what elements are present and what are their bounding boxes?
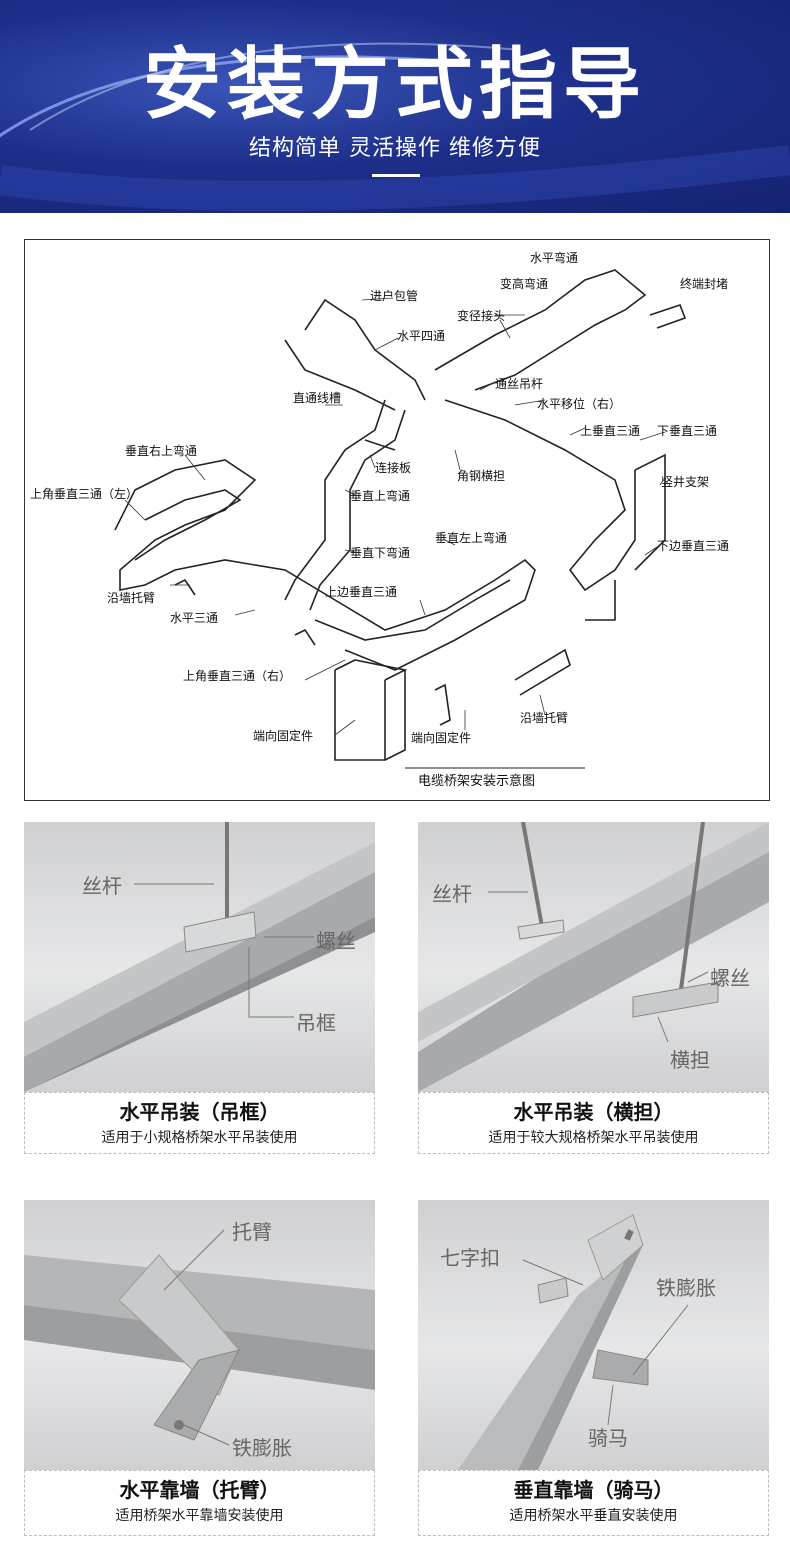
label-hanger-frame: 吊框: [296, 1011, 336, 1035]
label-upper-vertical-tee: 上垂直三通: [580, 424, 640, 438]
cable-tray-diagram: 水平弯通 变高弯通 终端封堵 进户包管 变径接头 水平四通 通丝吊杆 水平移位（…: [30, 250, 729, 789]
caption-title: 垂直靠墙（骑马）: [513, 1478, 674, 1502]
label-vertical-up-elbow: 垂直上弯通: [350, 488, 410, 503]
panel-crossarm: 丝杆 螺丝 横担 水平吊装（横担） 适用于较大规格桥架水平吊装使用: [418, 822, 769, 1154]
title-underline: [372, 174, 420, 177]
label-wall-arm-right: 沿墙托臂: [520, 711, 568, 725]
label-expansion-bolt: 铁膨胀: [656, 1276, 716, 1300]
swoosh-decoration: [0, 42, 790, 211]
label-upper-corner-tee-left: 上角垂直三通（左）: [30, 486, 138, 501]
caption-wall-arm: 水平靠墙（托臂） 适用桥架水平靠墙安装使用: [24, 1470, 375, 1536]
label-vertical-down-elbow: 垂直下弯通: [350, 545, 410, 560]
label-upper-corner-tee-right: 上角垂直三通（右）: [183, 668, 291, 683]
caption-subtitle: 适用桥架水平靠墙安装使用: [115, 1508, 284, 1524]
page-subtitle: 结构简单 灵活操作 维修方便: [249, 136, 541, 161]
label-angle-crossarm: 角钢横担: [457, 469, 505, 483]
label-end-fixture-right: 端向固定件: [411, 730, 471, 745]
panel-hanger-frame: 丝杆 螺丝 吊框 水平吊装（吊框） 适用于小规格桥架水平吊装使用: [24, 822, 375, 1154]
panel-vertical-saddle: 七字扣 铁膨胀 骑马 垂直靠墙（骑马） 适用桥架水平垂直安装使用: [418, 1200, 769, 1536]
caption-title: 水平吊装（横担）: [513, 1100, 674, 1124]
label-support-arm: 托臂: [232, 1220, 272, 1244]
caption-subtitle: 适用于较大规格桥架水平吊装使用: [488, 1130, 699, 1146]
panel-wall-arm: 托臂 铁膨胀 水平靠墙（托臂） 适用桥架水平靠墙安装使用: [24, 1200, 375, 1536]
caption-title: 水平吊装（吊框）: [119, 1100, 280, 1124]
label-lower-vertical-tee: 下垂直三通: [657, 424, 717, 438]
label-threaded-rod: 通丝吊杆: [495, 377, 543, 391]
caption-vertical-saddle: 垂直靠墙（骑马） 适用桥架水平垂直安装使用: [418, 1470, 769, 1536]
installation-diagram: 水平弯通 变高弯通 终端封堵 进户包管 变径接头 水平四通 通丝吊杆 水平移位（…: [24, 239, 770, 801]
label-vertical-left-up-elbow: 垂直左上弯通: [435, 530, 507, 545]
label-expansion-bolt: 铁膨胀: [232, 1436, 292, 1460]
label-reducer: 变径接头: [457, 308, 505, 323]
label-saddle: 骑马: [588, 1426, 628, 1450]
label-horizontal-tee: 水平三通: [170, 611, 218, 625]
photo-wall-arm: [24, 1200, 375, 1470]
label-connector-plate: 连接板: [375, 460, 411, 475]
label-entry-sleeve: 进户包管: [370, 288, 418, 303]
label-lower-side-tee: 下边垂直三通: [657, 539, 729, 553]
label-horizontal-cross: 水平四通: [397, 329, 445, 343]
label-threaded-rod: 丝杆: [82, 874, 122, 898]
caption-title: 水平靠墙（托臂）: [119, 1478, 280, 1502]
label-end-fixture-left: 端向固定件: [253, 728, 313, 743]
label-shaft-bracket: 竖井支架: [661, 475, 709, 489]
caption-subtitle: 适用桥架水平垂直安装使用: [509, 1508, 678, 1524]
photo-vertical-saddle: [418, 1200, 769, 1470]
photo-hanger-frame: [24, 822, 375, 1092]
label-screw: 螺丝: [316, 929, 356, 953]
label-wall-arm-left: 沿墙托臂: [107, 591, 155, 605]
diagram-caption: 电缆桥架安装示意图: [418, 773, 535, 789]
header-banner: 安装方式指导 结构简单 灵活操作 维修方便: [0, 0, 790, 213]
caption-hanger-frame: 水平吊装（吊框） 适用于小规格桥架水平吊装使用: [24, 1092, 375, 1154]
page-title: 安装方式指导: [142, 40, 647, 130]
label-upper-side-tee: 上边垂直三通: [325, 585, 397, 599]
label-horizontal-elbow: 水平弯通: [530, 250, 578, 265]
label-straight-tray: 直通线槽: [293, 391, 341, 405]
label-threaded-rod: 丝杆: [432, 882, 472, 906]
label-screw: 螺丝: [710, 966, 750, 990]
label-horizontal-offset: 水平移位（右）: [537, 396, 621, 411]
label-crossarm: 横担: [670, 1048, 710, 1072]
label-riser-elbow: 变高弯通: [500, 276, 548, 291]
caption-crossarm: 水平吊装（横担） 适用于较大规格桥架水平吊装使用: [418, 1092, 769, 1154]
photo-crossarm: [418, 822, 769, 1092]
label-seven-clip: 七字扣: [440, 1246, 500, 1270]
caption-subtitle: 适用于小规格桥架水平吊装使用: [101, 1130, 298, 1146]
label-end-cap: 终端封堵: [680, 276, 728, 291]
label-vertical-right-up-elbow: 垂直右上弯通: [125, 443, 197, 458]
